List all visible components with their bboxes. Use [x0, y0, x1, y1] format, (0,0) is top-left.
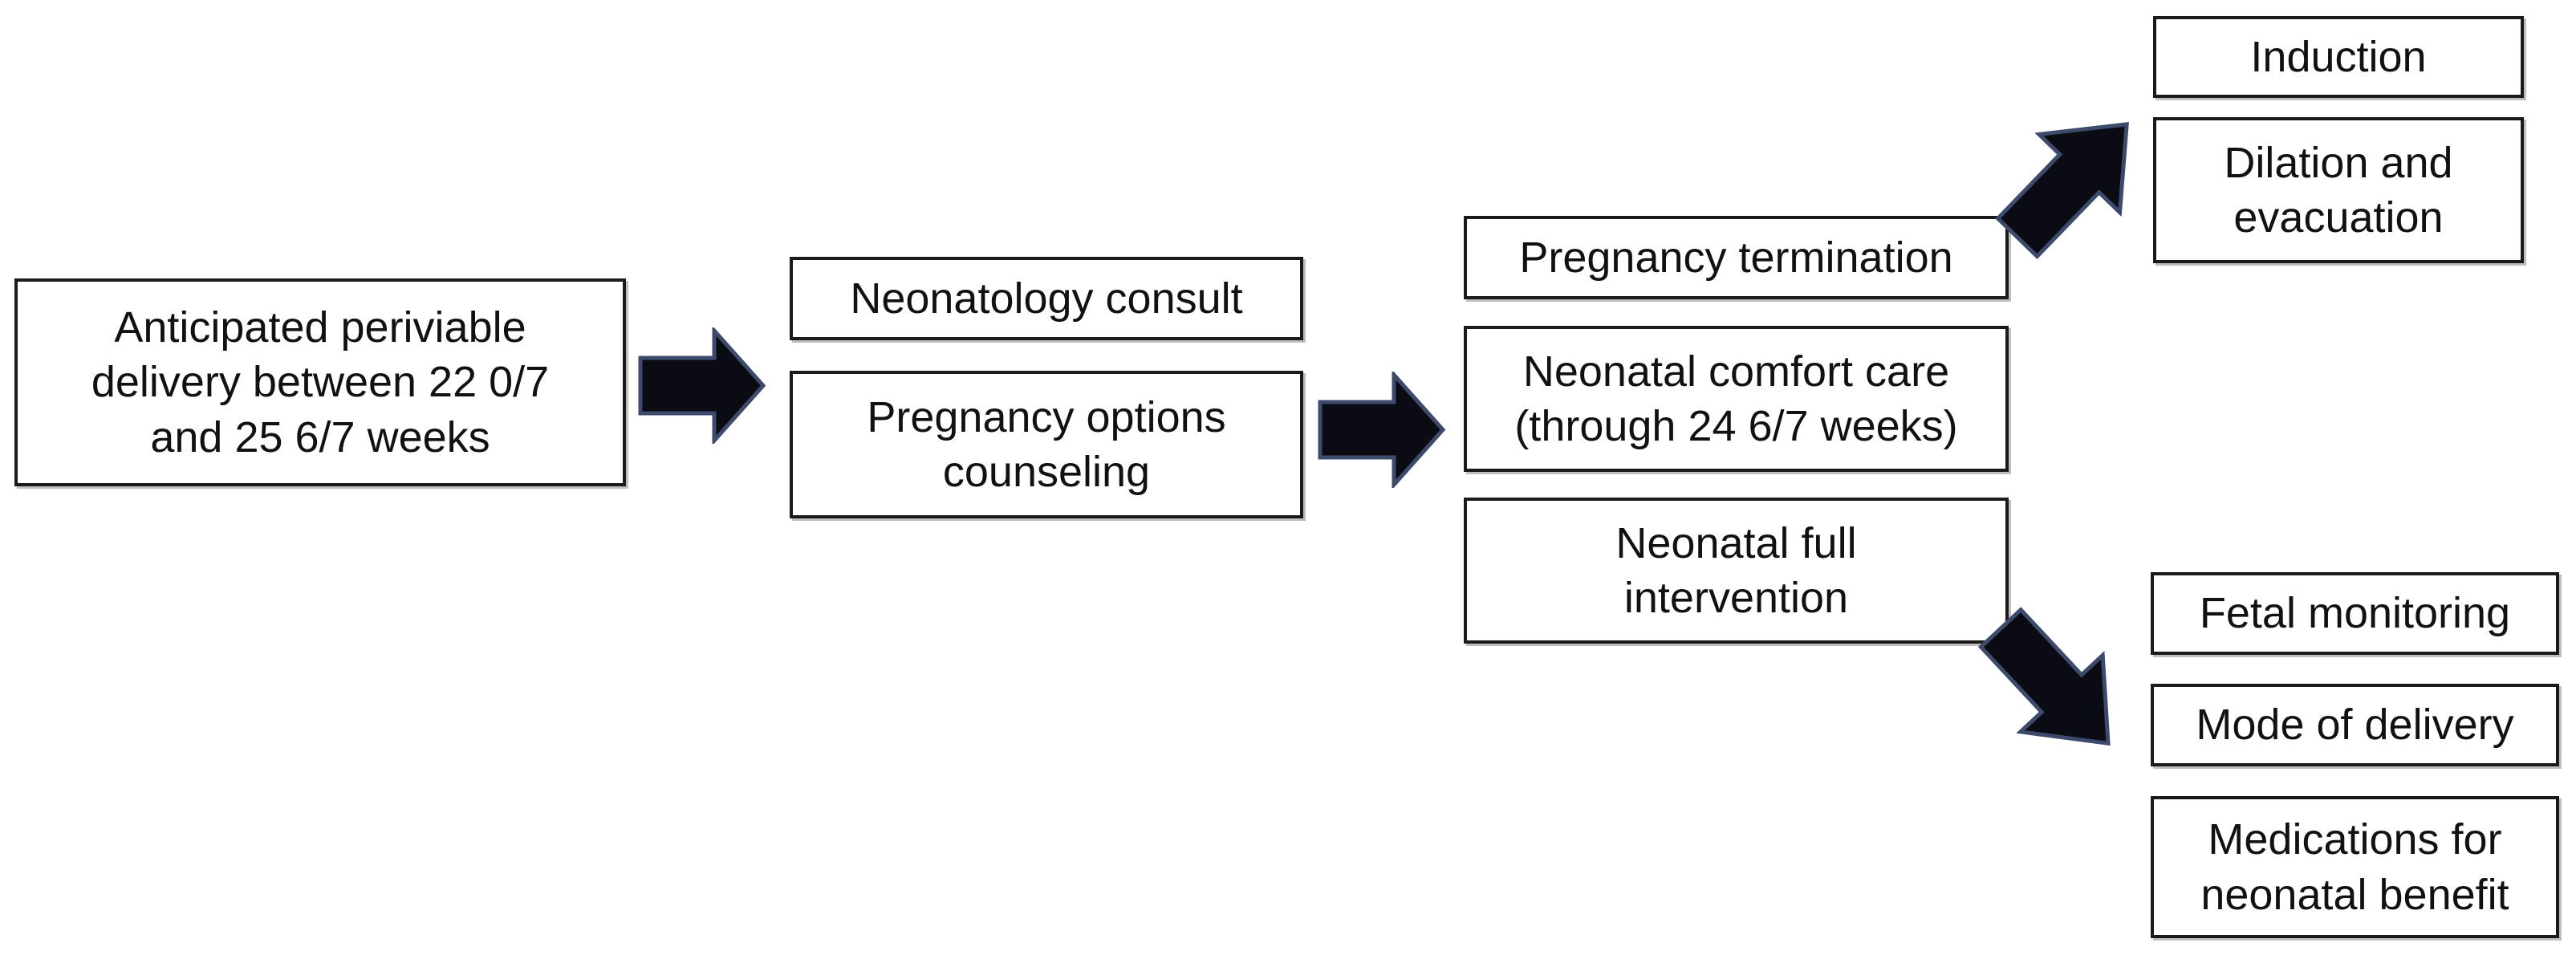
node-mode-of-delivery: Mode of delivery — [2151, 684, 2559, 766]
node-fetal-monitoring-label: Fetal monitoring — [2199, 589, 2511, 638]
node-fetal-monitoring: Fetal monitoring — [2151, 572, 2559, 655]
node-anticipated-delivery: Anticipated periviable delivery between … — [14, 278, 626, 486]
node-dilation-evacuation-label: Dilation and evacuation — [2224, 138, 2453, 242]
node-neonatal-full-intervention: Neonatal full intervention — [1464, 498, 2009, 644]
node-induction-label: Induction — [2250, 32, 2427, 81]
node-pregnancy-termination-label: Pregnancy termination — [1519, 233, 1953, 282]
block-arrow-down-right-icon — [1977, 607, 2111, 746]
node-anticipated-delivery-label: Anticipated periviable delivery between … — [91, 303, 550, 461]
block-arrow-right-icon — [638, 327, 766, 444]
block-arrow-right-icon — [1318, 372, 1446, 488]
block-arrow-up-right-icon — [1995, 122, 2129, 260]
node-medications-neonatal-benefit: Medications for neonatal benefit — [2151, 796, 2559, 938]
node-neonatology-consult: Neonatology consult — [790, 257, 1303, 340]
node-neonatology-consult-label: Neonatology consult — [850, 274, 1243, 323]
node-mode-of-delivery-label: Mode of delivery — [2196, 701, 2514, 750]
node-pregnancy-termination: Pregnancy termination — [1464, 216, 2009, 299]
node-pregnancy-options-counseling: Pregnancy options counseling — [790, 371, 1303, 518]
node-neonatal-comfort-care-label: Neonatal comfort care (through 24 6/7 we… — [1514, 347, 1958, 450]
node-medications-neonatal-benefit-label: Medications for neonatal benefit — [2200, 815, 2509, 919]
node-pregnancy-options-counseling-label: Pregnancy options counseling — [867, 392, 1226, 496]
node-neonatal-full-intervention-label: Neonatal full intervention — [1615, 518, 1857, 622]
node-neonatal-comfort-care: Neonatal comfort care (through 24 6/7 we… — [1464, 326, 2009, 472]
node-induction: Induction — [2153, 16, 2524, 98]
node-dilation-evacuation: Dilation and evacuation — [2153, 117, 2524, 263]
